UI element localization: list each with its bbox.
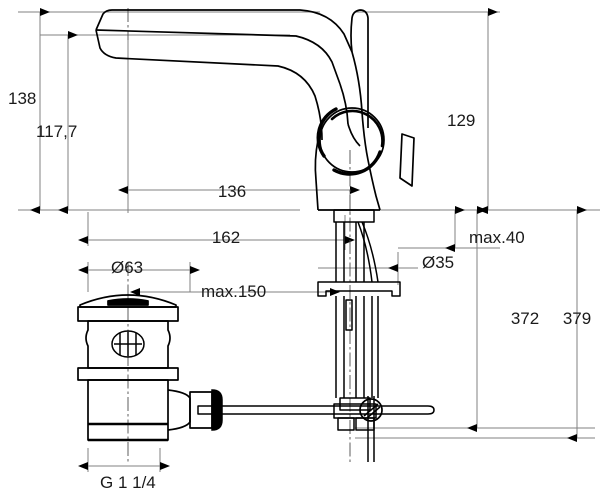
dim-label-d63: Ø63 <box>111 258 143 277</box>
dim-label-g-1-1-4: G 1 1/4 <box>100 473 156 492</box>
dim-label-162: 162 <box>212 228 240 247</box>
faucet-body-outline <box>95 9 353 141</box>
waste-lower-body <box>87 379 169 442</box>
waste-grating <box>79 294 177 308</box>
dim-label-d35: Ø35 <box>422 253 454 272</box>
overflow-slot <box>111 330 145 358</box>
lever-handle <box>347 9 369 147</box>
horizontal-lift-rod <box>197 405 435 415</box>
dimension-lines <box>30 8 587 470</box>
dim-label-136: 136 <box>218 182 246 201</box>
dim-label-max150: max.150 <box>201 282 266 301</box>
dim-label-129: 129 <box>447 111 475 130</box>
dimension-label-group: 138 117,7 136 162 129 max.40 Ø35 Ø63 max… <box>8 89 591 492</box>
handle-side-tab <box>399 133 415 187</box>
dim-label-372: 372 <box>511 309 539 328</box>
shank-assembly <box>333 209 379 283</box>
cartridge-housing <box>316 107 385 176</box>
mounting-plate <box>317 281 401 297</box>
dim-label-138: 138 <box>8 89 36 108</box>
dim-label-117-7: 117,7 <box>36 122 77 141</box>
lift-rod-linkage <box>333 396 383 462</box>
lower-shank-tubes <box>335 296 379 398</box>
dim-label-max40: max.40 <box>469 228 525 247</box>
dim-label-379: 379 <box>563 309 591 328</box>
ball-joint-cap <box>211 389 223 431</box>
